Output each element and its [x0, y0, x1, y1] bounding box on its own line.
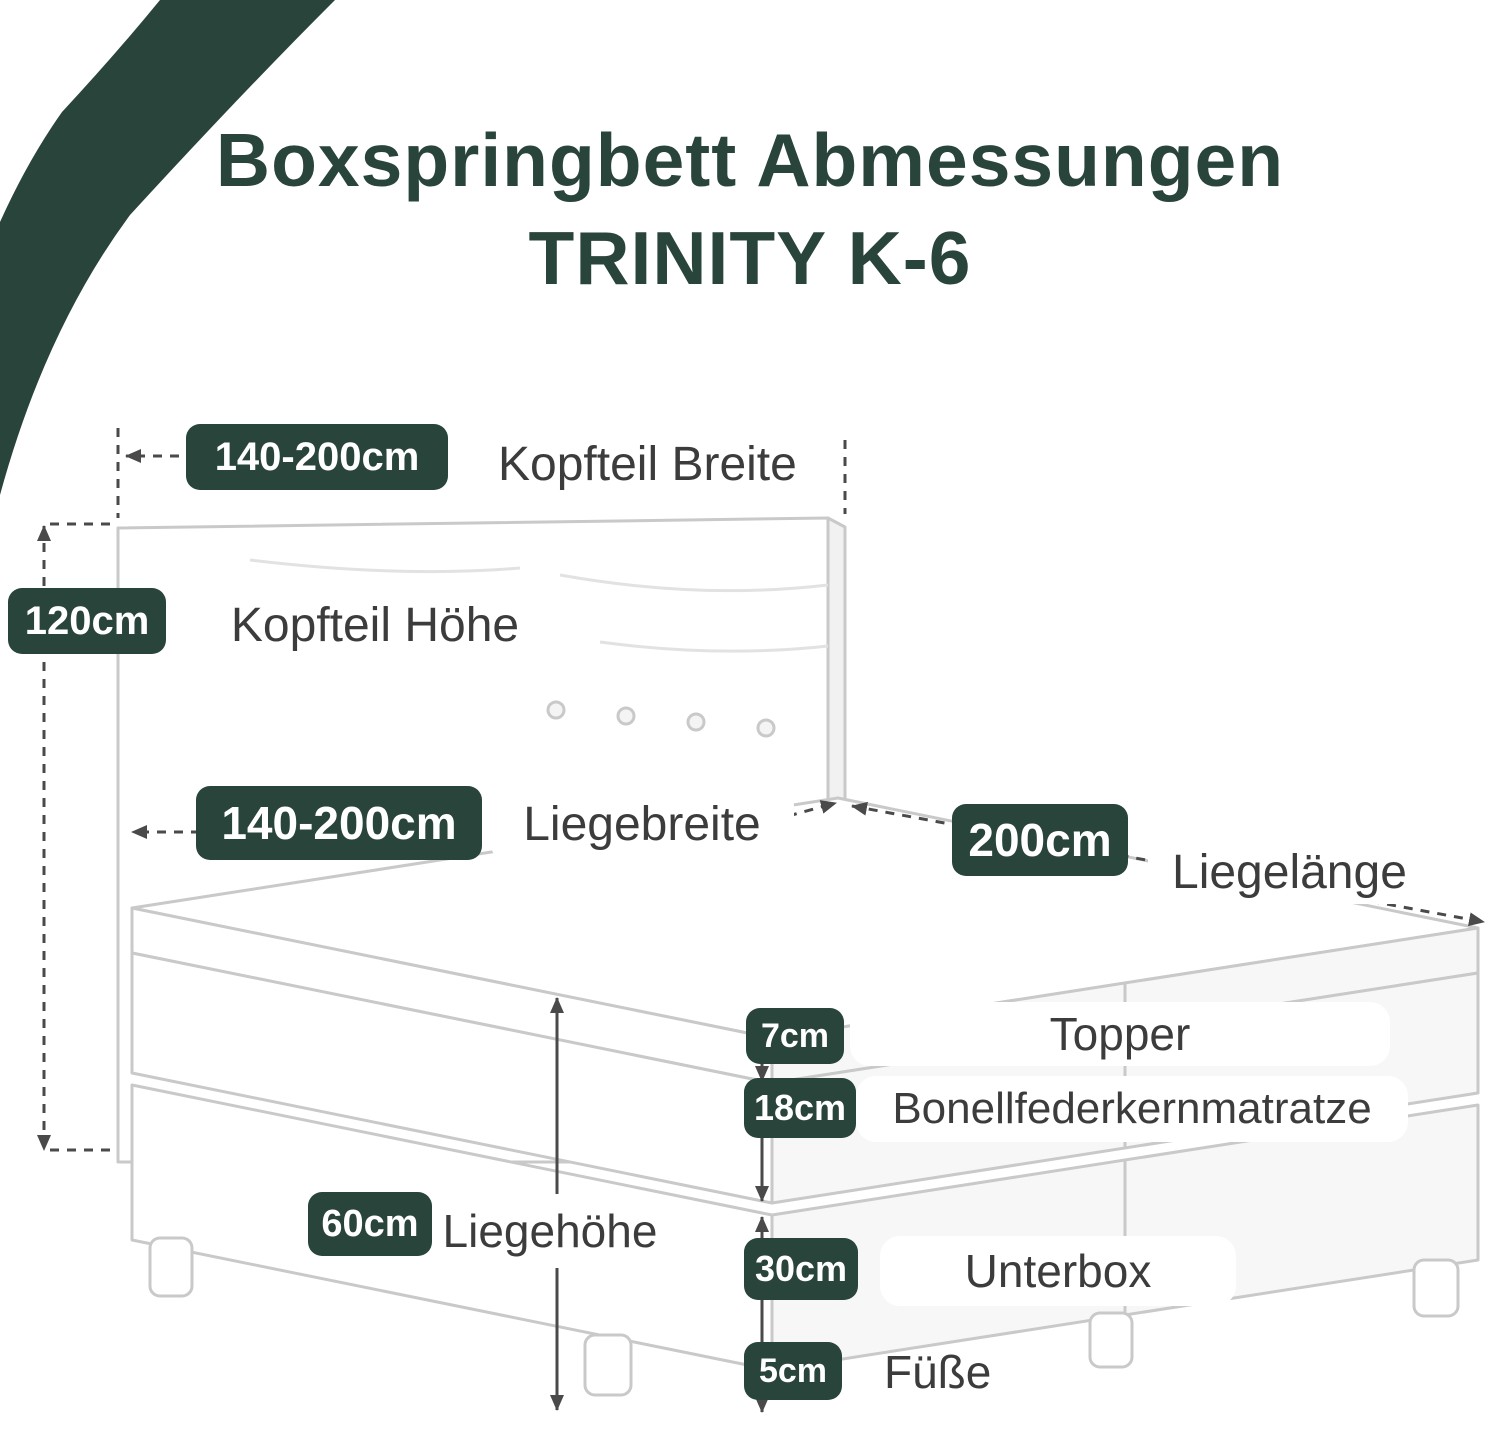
dimension-label-fuesse: Füße — [884, 1346, 992, 1398]
bed-feet — [148, 1236, 1460, 1397]
title-line-2: TRINITY K-6 — [528, 215, 972, 300]
dimension-badge-matratze: 18cm — [744, 1078, 856, 1138]
dimension-badge-topper: 7cm — [746, 1008, 844, 1064]
dimension-badge-kopfteil-hoehe: 120cm — [8, 588, 166, 654]
dimension-badge-liegehoehe: 60cm — [308, 1192, 432, 1256]
page-title: Boxspringbett Abmessungen TRINITY K-6 — [0, 112, 1500, 307]
dimension-badge-fuesse: 5cm — [744, 1342, 842, 1400]
dimension-badge-unterbox: 30cm — [744, 1238, 858, 1300]
dimension-badge-liegebreite: 140-200cm — [196, 786, 482, 860]
dimension-label-topper: Topper — [850, 1002, 1390, 1066]
dimension-label-kopfteil-hoehe: Kopfteil Höhe — [176, 588, 574, 662]
dimension-badge-kopfteil-breite: 140-200cm — [186, 424, 448, 490]
dimension-label-matratze: Bonellfederkernmatratze — [856, 1076, 1408, 1142]
dimension-badge-liegelaenge: 200cm — [952, 804, 1128, 876]
dimension-arrow-liegebreite-right — [787, 800, 837, 818]
corner-decoration — [0, 0, 335, 495]
dimension-label-unterbox: Unterbox — [880, 1236, 1236, 1306]
dimension-label-kopfteil-breite: Kopfteil Breite — [498, 437, 797, 491]
title-line-1: Boxspringbett Abmessungen — [215, 118, 1285, 202]
dimension-label-liegelaenge: Liegelänge — [1148, 840, 1431, 904]
dimension-label-liegehoehe: Liegehöhe — [434, 1194, 666, 1268]
dimension-label-liegebreite: Liegebreite — [490, 786, 794, 862]
